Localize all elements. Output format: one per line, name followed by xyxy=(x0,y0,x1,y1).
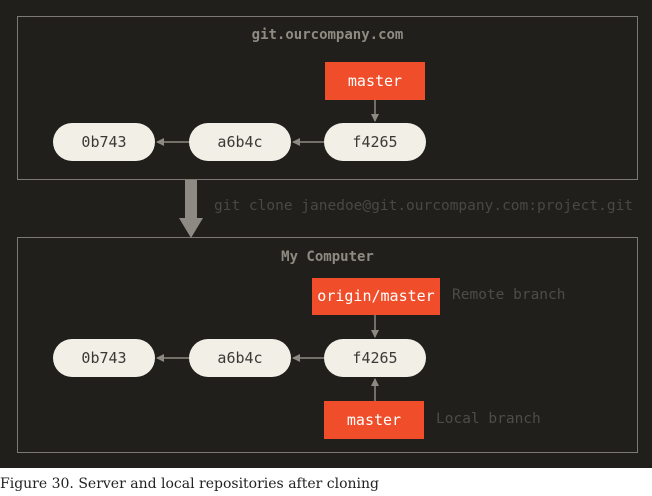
server-repo-title: git.ourcompany.com xyxy=(251,27,404,43)
local-commit-a6b4c: a6b4c xyxy=(189,339,291,377)
server-master-branch: master xyxy=(325,62,425,100)
remote-branch-label: Remote branch xyxy=(452,287,566,303)
server-repo-box: git.ourcompany.com xyxy=(17,16,638,180)
figure-caption: Figure 30. Server and local repositories… xyxy=(0,476,379,492)
origin-master-branch: origin/master xyxy=(312,278,440,315)
local-repo-box: My Computer xyxy=(17,237,638,453)
local-commit-0b743: 0b743 xyxy=(53,339,155,377)
local-branch-label: Local branch xyxy=(436,411,541,427)
local-commit-f4265: f4265 xyxy=(324,339,426,377)
server-commit-f4265: f4265 xyxy=(324,123,426,161)
diagram: git.ourcompany.com master 0b743 a6b4c f4… xyxy=(0,0,652,468)
clone-command: git clone janedoe@git.ourcompany.com:pro… xyxy=(214,198,634,214)
clone-arrow xyxy=(179,180,203,238)
arrows-layer xyxy=(156,100,379,401)
local-repo-title: My Computer xyxy=(281,249,374,265)
local-master-branch: master xyxy=(324,401,424,439)
server-commit-0b743: 0b743 xyxy=(53,123,155,161)
server-commit-a6b4c: a6b4c xyxy=(189,123,291,161)
